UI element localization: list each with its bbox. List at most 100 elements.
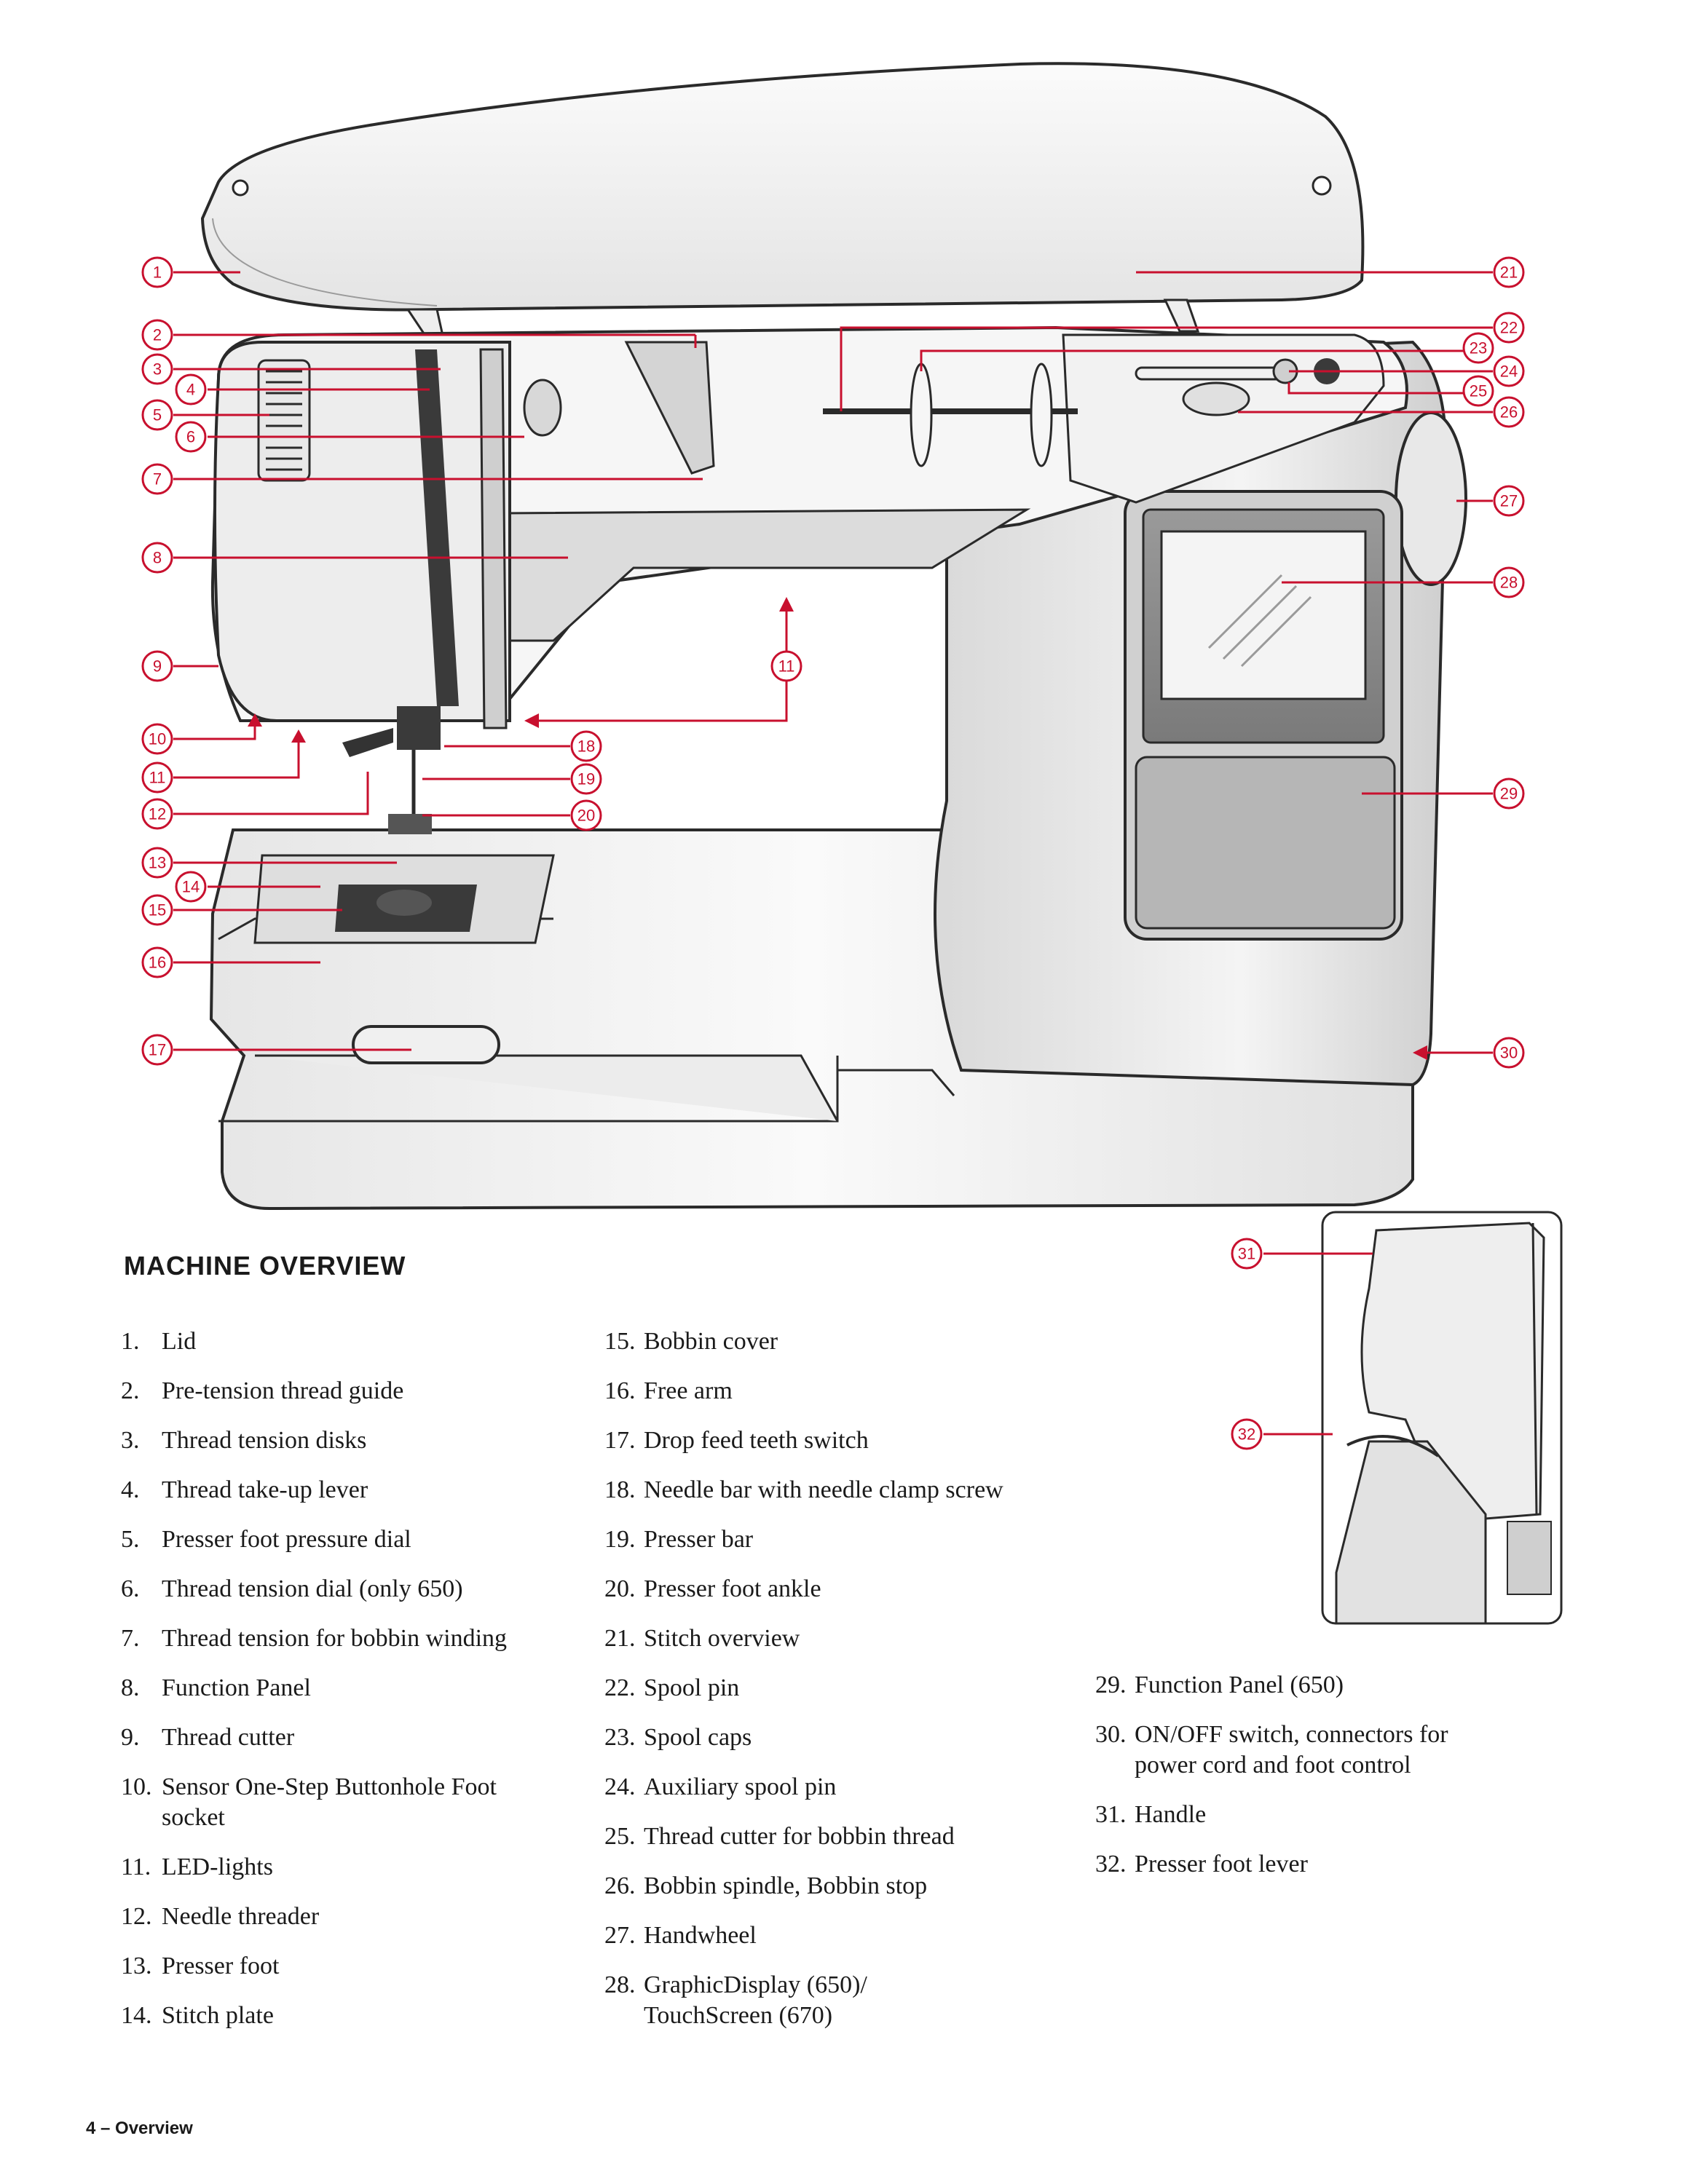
item-text: Sensor One-Step Buttonhole Foot socket [162, 1773, 497, 1831]
callout-30: 30 [1500, 1044, 1518, 1062]
callout-28: 28 [1500, 574, 1518, 592]
item-text: Handle [1135, 1801, 1207, 1828]
item-text: LED-lights [162, 1853, 273, 1880]
list-item: 13.Presser foot [121, 1951, 594, 1982]
callout-21: 21 [1500, 264, 1518, 282]
callout-27: 27 [1500, 492, 1518, 510]
list-item: 1.Lid [121, 1326, 594, 1357]
section-title: MACHINE OVERVIEW [124, 1251, 406, 1281]
item-text: Presser foot ankle [644, 1575, 821, 1602]
list-item: 21. Stitch overview [604, 1623, 1078, 1654]
list-item: 22.Spool pin [604, 1673, 1078, 1704]
list-item: 5. Presser foot pressure dial [121, 1524, 594, 1555]
item-number: 7. [121, 1625, 140, 1652]
list-item: 28. GraphicDisplay (650)/ TouchScreen (67… [604, 1970, 896, 2031]
item-text: Thread tension disks [162, 1427, 367, 1454]
callout-17: 17 [149, 1041, 166, 1059]
item-text: Presser foot lever [1135, 1851, 1308, 1878]
item-text: Thread cutter [162, 1724, 295, 1751]
callout-16: 16 [149, 954, 166, 972]
callout-14: 14 [182, 878, 200, 896]
item-text: Handwheel [644, 1922, 757, 1949]
parts-list-column-2: 15.Bobbin cover 16.Free arm 17.Drop feed… [604, 1326, 1078, 2031]
list-item: 25.Thread cutter for bobbin thread [604, 1821, 1078, 1852]
list-item: 2.Pre-tension thread guide [121, 1376, 594, 1406]
item-number: 28. [604, 1971, 636, 1998]
list-item: 26. Bobbin spindle, Bobbin stop [604, 1871, 1078, 1902]
item-text: Auxiliary spool pin [644, 1773, 837, 1800]
item-text: Lid [162, 1328, 197, 1355]
item-number: 31. [1095, 1801, 1127, 1828]
item-number: 23. [604, 1724, 636, 1751]
item-number: 25. [604, 1823, 636, 1850]
item-number: 3. [121, 1427, 140, 1454]
item-text: Function Panel [162, 1674, 311, 1701]
list-item: 16. Free arm [604, 1376, 1078, 1406]
item-number: 16. [604, 1377, 636, 1404]
item-number: 12. [121, 1903, 152, 1930]
item-text: Pre-tension thread guide [162, 1377, 404, 1404]
list-item: 29.Function Panel (650) [1095, 1670, 1547, 1701]
callout-20: 20 [577, 807, 595, 825]
list-item: 19.Presser bar [604, 1524, 1078, 1555]
callout-labels: 1 2 3 4 5 6 7 8 9 10 11 11 12 13 14 15 1… [149, 264, 1518, 1444]
callout-18: 18 [577, 737, 595, 756]
item-number: 10. [121, 1773, 152, 1800]
list-item: 11. LED-lights [121, 1852, 594, 1883]
list-item: 27. Handwheel [604, 1920, 1078, 1951]
item-number: 21. [604, 1625, 636, 1652]
item-text: Drop feed teeth switch [644, 1427, 869, 1454]
list-item: 23. Spool caps [604, 1722, 1078, 1753]
callout-5: 5 [153, 406, 162, 424]
callout-leaders [173, 271, 1493, 1436]
callout-24: 24 [1500, 363, 1518, 381]
callout-23: 23 [1470, 339, 1487, 357]
callout-32: 32 [1238, 1425, 1255, 1444]
item-text: Spool caps [644, 1724, 752, 1751]
item-number: 19. [604, 1526, 636, 1553]
list-item: 6.Thread tension dial (only 650) [121, 1574, 594, 1605]
item-number: 5. [121, 1526, 140, 1553]
inset-side-view [1321, 1211, 1563, 1625]
item-number: 29. [1095, 1671, 1127, 1698]
callout-7: 7 [153, 470, 162, 488]
parts-list-column-1: 1.Lid 2.Pre-tension thread guide 3. Threa… [121, 1326, 594, 2031]
list-item: 24. Auxiliary spool pin [604, 1772, 1078, 1803]
item-text: ON/OFF switch, connectors for power cord… [1135, 1721, 1448, 1779]
item-number: 32. [1095, 1851, 1127, 1878]
callout-29: 29 [1500, 785, 1518, 803]
list-item: 9. Thread cutter [121, 1722, 594, 1753]
callout-25: 25 [1470, 382, 1487, 400]
lid [200, 62, 1365, 344]
list-item: 18.Needle bar with needle clamp screw [604, 1475, 1078, 1506]
callout-12: 12 [149, 805, 166, 823]
item-text: Presser foot pressure dial [162, 1526, 411, 1553]
item-text: Free arm [644, 1377, 733, 1404]
item-text: Stitch plate [162, 2002, 274, 2029]
item-number: 27. [604, 1922, 636, 1949]
item-number: 9. [121, 1724, 140, 1751]
callout-11-center: 11 [778, 657, 795, 676]
item-number: 26. [604, 1872, 636, 1899]
list-item: 17.Drop feed teeth switch [604, 1425, 1078, 1456]
item-text: Bobbin spindle, Bobbin stop [644, 1872, 928, 1899]
item-number: 24. [604, 1773, 636, 1800]
list-item: 32. Presser foot lever [1095, 1849, 1547, 1880]
item-text: GraphicDisplay (650)/ TouchScreen (670) [644, 1971, 867, 2029]
item-text: Stitch overview [644, 1625, 800, 1652]
item-number: 30. [1095, 1721, 1127, 1748]
page-footer: 4 – Overview [86, 2118, 193, 2138]
item-number: 18. [604, 1476, 636, 1503]
callout-1: 1 [153, 264, 162, 282]
item-number: 11. [121, 1853, 151, 1880]
callout-11-left: 11 [149, 769, 166, 787]
item-number: 4. [121, 1476, 140, 1503]
item-number: 6. [121, 1575, 140, 1602]
list-item: 7.Thread tension for bobbin winding [121, 1623, 594, 1654]
item-number: 22. [604, 1674, 636, 1701]
callout-10: 10 [149, 730, 166, 748]
callout-bubbles [141, 256, 1525, 1450]
list-item: 10. Sensor One-Step Buttonhole Foot socke… [121, 1772, 500, 1833]
item-text: Bobbin cover [644, 1328, 778, 1355]
